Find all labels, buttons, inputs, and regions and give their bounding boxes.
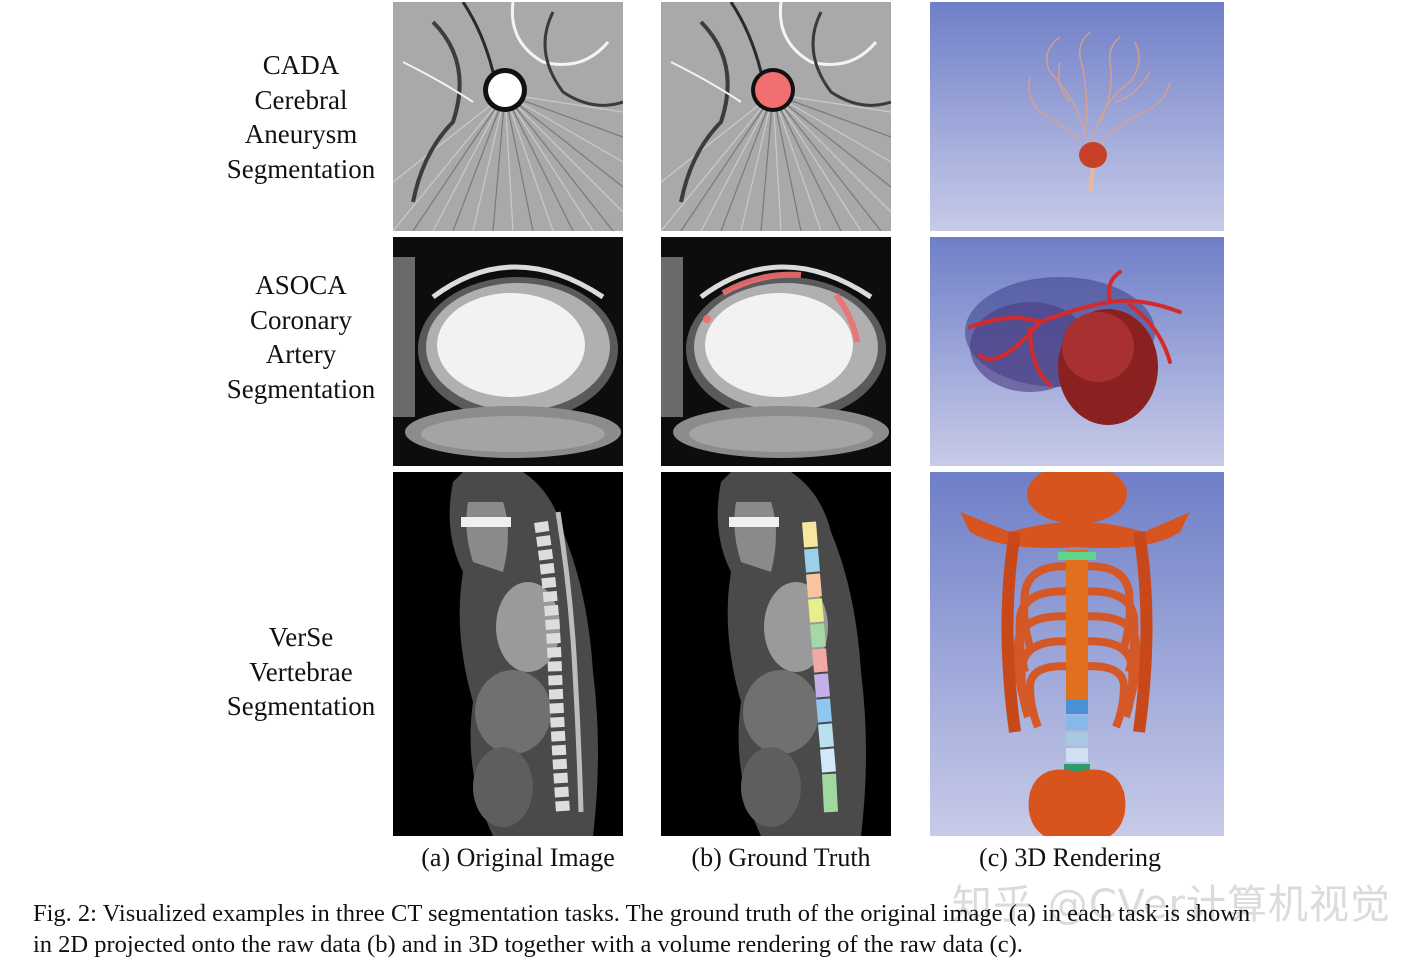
cada-ground-truth [661,2,891,231]
column-label-original: (a) Original Image [421,843,615,872]
row-label-asoca: ASOCA Coronary Artery Segmentation [226,270,376,404]
asoca-ground-truth [661,237,891,466]
row-label-verse: VerSe Vertebrae Segmentation [226,622,376,721]
row-label-cada: CADA Cerebral Aneurysm Segmentation [226,50,376,184]
verse-original-image [393,472,623,836]
caption-line-2: in 2D projected onto the raw data (b) an… [33,931,1023,958]
cada-original-image [393,2,623,231]
cada-3d-rendering [930,2,1224,231]
asoca-3d-rendering [930,237,1224,466]
column-label-ground-truth: (b) Ground Truth [691,843,871,872]
asoca-original-image [393,237,623,466]
watermark: 知乎 @CVer计算机视觉 [952,882,1391,928]
column-label-3d-rendering: (c) 3D Rendering [979,843,1161,872]
figure-caption: Fig. 2: Visualized examples in three CT … [33,898,1418,960]
verse-3d-rendering [930,472,1224,836]
caption-line-1: Fig. 2: Visualized examples in three CT … [33,900,1251,927]
verse-ground-truth [661,472,891,836]
